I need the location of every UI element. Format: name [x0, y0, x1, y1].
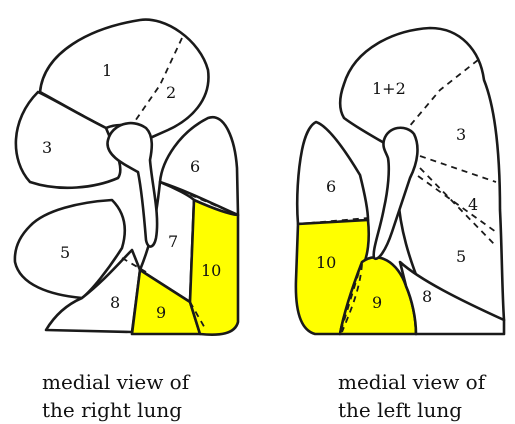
left-label-6: 6	[326, 177, 336, 196]
left-label-10: 10	[316, 253, 336, 272]
right-lung	[15, 20, 238, 335]
left-label-4: 4	[468, 195, 478, 214]
right-label-8: 8	[110, 293, 120, 312]
right-label-10: 10	[201, 261, 221, 280]
left-label-1-2: 1+2	[372, 79, 406, 98]
right-caption-line2: the right lung	[42, 396, 189, 424]
left-caption-line1: medial view of	[338, 368, 485, 396]
right-label-3: 3	[42, 138, 52, 157]
right-label-9: 9	[156, 303, 166, 322]
left-label-5: 5	[456, 247, 466, 266]
right-label-2: 2	[166, 83, 176, 102]
left-segment-6	[297, 122, 368, 224]
right-label-7: 7	[168, 232, 178, 251]
right-caption-line1: medial view of	[42, 368, 189, 396]
left-caption-line2: the left lung	[338, 396, 485, 424]
left-label-9: 9	[372, 293, 382, 312]
right-label-5: 5	[60, 243, 70, 262]
right-lung-caption: medial view of the right lung	[42, 368, 189, 424]
left-label-8: 8	[422, 287, 432, 306]
left-label-3: 3	[456, 125, 466, 144]
right-label-1: 1	[102, 61, 112, 80]
left-lung-caption: medial view of the left lung	[338, 368, 485, 424]
right-label-6: 6	[190, 157, 200, 176]
